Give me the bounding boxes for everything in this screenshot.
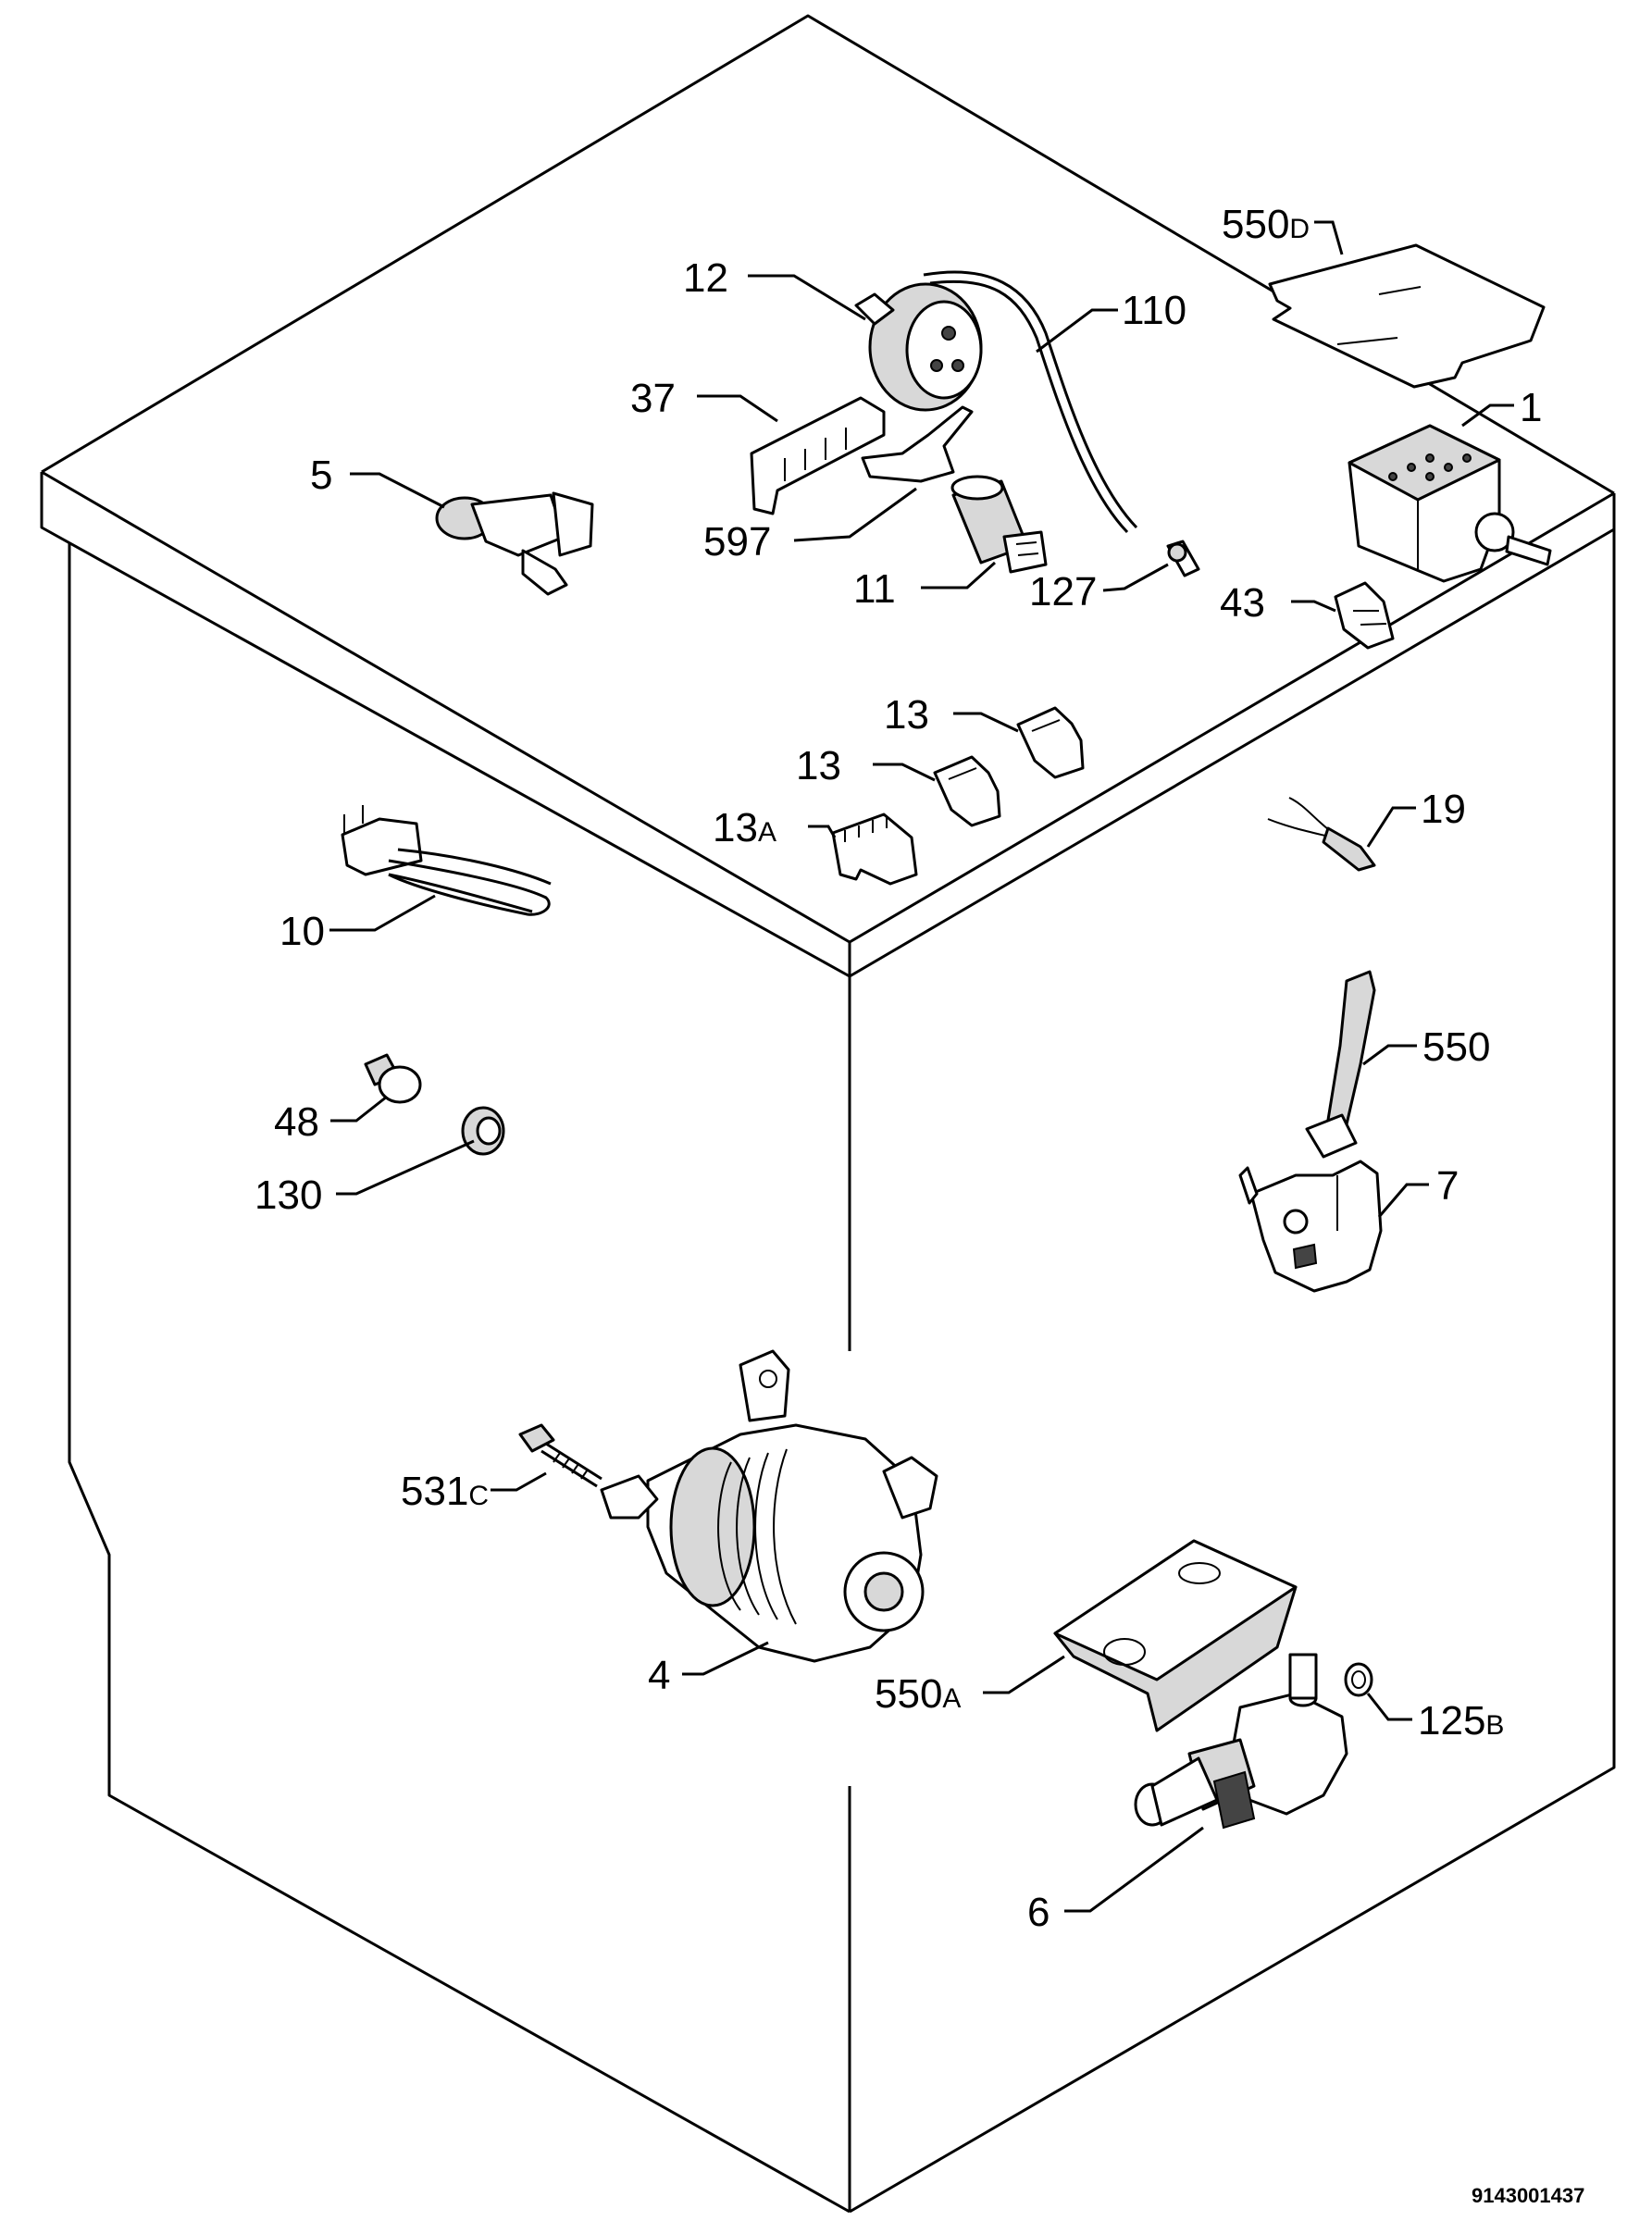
callout-37: 37 [630,376,676,421]
callout-110: 110 [1122,288,1186,333]
part-13a-connector [831,813,918,886]
part-5-inlet-valve [435,491,594,596]
callout-5: 5 [310,453,332,498]
part-7-door-lock [1238,1160,1383,1293]
part-13-connector-lower [933,755,1001,827]
part-4-motor [600,1349,938,1663]
callout-1: 1 [1520,385,1542,430]
callout-10: 10 [279,909,325,954]
part-19-temperature-sensor [1267,797,1376,872]
part-13-connector-upper [1016,706,1085,779]
callout-13-upper: 13 [884,692,929,738]
callout-13-lower: 13 [796,743,841,788]
document-id: 9143001437 [1472,2184,1584,2207]
callout-550a: 550A [875,1671,961,1717]
part-48-thermostat [364,1053,422,1104]
part-597-clip [861,405,974,483]
part-130-bushing [461,1106,505,1156]
callout-6: 6 [1027,1890,1050,1935]
callout-12: 12 [683,255,728,301]
part-531c-screw [518,1423,602,1488]
callout-48: 48 [274,1099,319,1145]
part-10-heating-element [341,805,552,916]
callout-43: 43 [1220,580,1265,626]
part-1-programme-timer [1348,424,1552,583]
callout-550: 550 [1422,1024,1490,1070]
part-11-capacitor [950,475,1048,574]
part-110-hose [923,270,1138,534]
callout-19: 19 [1421,787,1466,832]
callout-127: 127 [1029,569,1097,614]
callout-597: 597 [703,519,771,565]
part-550d-cover-plate [1268,243,1546,389]
callout-550d: 550D [1222,202,1310,247]
part-127-fitting [1166,540,1200,577]
callout-7: 7 [1436,1163,1459,1209]
part-6-drain-pump [1134,1653,1348,1830]
callout-11: 11 [853,566,896,612]
callout-125b: 125B [1418,1698,1504,1743]
part-550a-cover [1053,1539,1298,1732]
part-125b-seal-ring [1344,1662,1373,1697]
callout-130: 130 [255,1173,322,1218]
part-43-switch [1334,581,1395,650]
part-550-lever [1305,970,1376,1159]
callout-4: 4 [648,1653,670,1698]
callout-531c: 531C [401,1469,489,1514]
leader-lines [329,220,1514,1913]
part-12-pressure-switch [854,282,983,412]
part-37-terminal-block [750,396,886,515]
callout-13a: 13A [713,805,776,850]
callout-labels: 550D 12 110 37 1 5 597 11 127 43 13 13 1… [255,202,1542,1935]
